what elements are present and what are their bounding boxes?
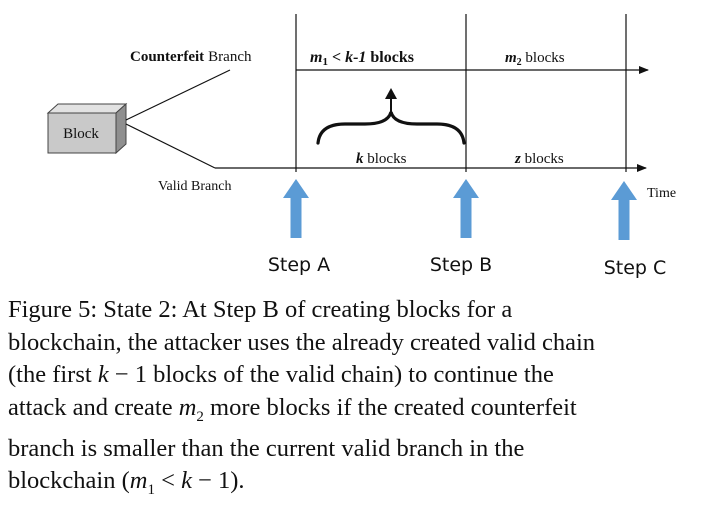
figure-caption: Figure 5: State 2: At Step B of creating…: [8, 294, 716, 507]
caption-line-6: blockchain (m1 < k − 1).: [8, 467, 245, 499]
valid-branch-label: Valid Branch: [158, 179, 231, 194]
caption-line-2: blockchain, the attacker uses the alread…: [8, 328, 596, 356]
step-c-label: Step C: [604, 257, 667, 279]
segment-label-k: k blocks: [356, 151, 407, 167]
up-arrow-head: [385, 88, 397, 99]
curly-brace: [316, 111, 466, 145]
caption-line-4: attack and create m2 more blocks if the …: [8, 393, 577, 425]
caption-line-1: Figure 5: State 2: At Step B of creating…: [8, 296, 513, 323]
step-a-label: Step A: [268, 254, 330, 276]
block-label: Block: [63, 126, 99, 142]
fork-line-valid: [125, 123, 216, 169]
step-a-arrow: [283, 179, 309, 238]
segment-label-z: z blocks: [514, 151, 564, 167]
block-box: Block: [46, 102, 128, 155]
segment-label-m1: m1 < k-1 blocks: [310, 49, 414, 68]
step-b-arrow: [453, 179, 479, 238]
caption-line-5: branch is smaller than the current valid…: [8, 434, 525, 462]
step-b-label: Step B: [430, 254, 492, 276]
caption-line-3: (the first k − 1 blocks of the valid cha…: [8, 361, 554, 388]
time-label: Time: [647, 186, 676, 201]
segment-label-m2: m2 blocks: [505, 50, 565, 68]
fork-line-counterfeit: [125, 69, 231, 121]
step-c-arrow: [611, 181, 637, 240]
